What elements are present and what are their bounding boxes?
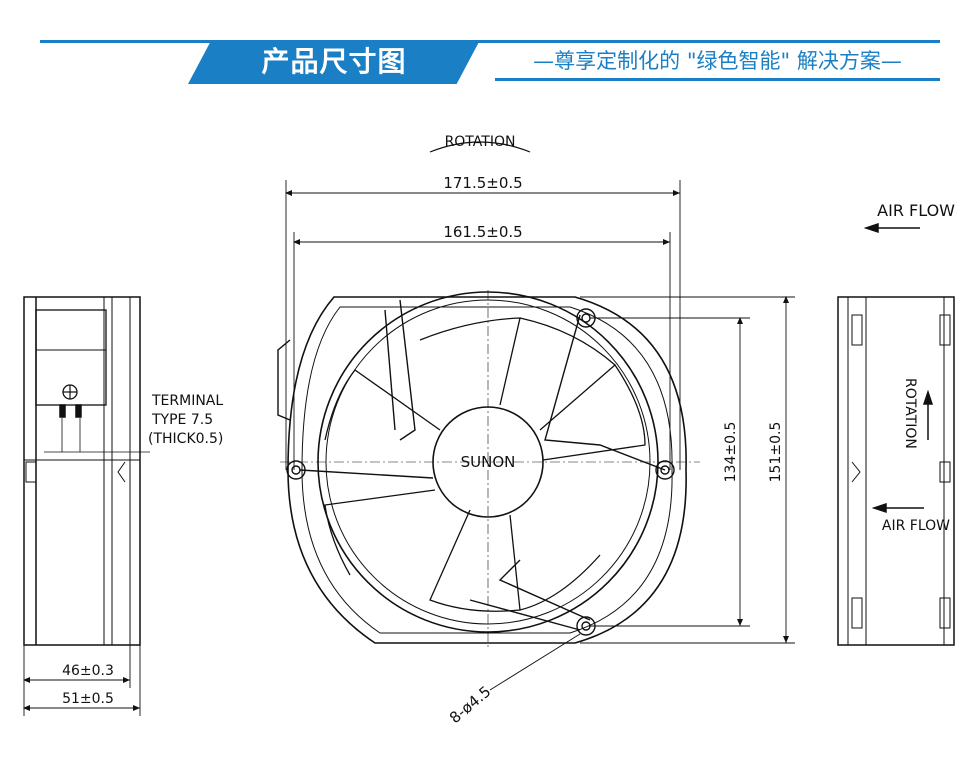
dim-161-5 <box>293 232 671 470</box>
banner-rule-bottom <box>495 78 940 81</box>
holes-label: 8-ø4.5 <box>446 682 494 727</box>
page-title: 产品尺寸图 <box>261 45 407 78</box>
mounting-holes <box>286 308 675 636</box>
airflow-label-top: AIR FLOW <box>877 201 955 220</box>
airflow-arrow-top <box>863 222 920 234</box>
dim-151 <box>580 296 795 644</box>
fan-blades <box>324 317 646 612</box>
dim-depth <box>23 645 141 716</box>
dim-depth-outer: 51±0.5 <box>62 691 114 707</box>
header-banner: 产品尺寸图 —尊享定制化的 "绿色智能" 解决方案— <box>0 0 980 100</box>
terminal-block <box>277 339 291 421</box>
frame-spokes <box>299 299 666 631</box>
dim-height-inner: 134±0.5 <box>723 422 739 483</box>
holes-leader <box>489 633 581 691</box>
front-view <box>277 290 700 650</box>
brand-label: SUNON <box>461 453 516 471</box>
fan-frame-outline <box>287 296 687 644</box>
banner-rule-top <box>40 40 940 43</box>
title-ribbon <box>188 40 480 84</box>
dim-171-5 <box>285 180 681 470</box>
left-side-view <box>23 296 141 646</box>
side-frame-right <box>837 296 955 646</box>
page-subtitle: —尊享定制化的 "绿色智能" 解决方案— <box>533 49 902 73</box>
rotation-label: ROTATION <box>445 134 516 150</box>
terminal-label-1: TERMINAL <box>151 393 223 409</box>
terminal-label-2: TYPE 7.5 <box>151 412 213 428</box>
terminal-label-3: (THICK0.5) <box>148 431 223 447</box>
airflow-label-side: AIR FLOW <box>882 518 950 534</box>
rotation-arc <box>429 141 531 153</box>
dim-134 <box>590 317 750 627</box>
dim-width-inner: 161.5±0.5 <box>443 223 522 241</box>
right-side-view <box>837 296 955 646</box>
dim-height-outer: 151±0.5 <box>768 422 784 483</box>
rotation-label-side: ROTATION <box>902 378 918 449</box>
rotation-arrow-side <box>922 389 934 440</box>
dim-depth-inner: 46±0.3 <box>62 663 114 679</box>
terminal-housing <box>35 309 107 406</box>
terminal-dim-lines <box>44 418 150 453</box>
dim-width-outer: 171.5±0.5 <box>443 174 522 192</box>
fan-frame-inner-outline <box>301 306 673 634</box>
center-lines <box>280 290 700 650</box>
side-frame-left <box>23 296 141 646</box>
airflow-arrow-side <box>871 502 924 514</box>
